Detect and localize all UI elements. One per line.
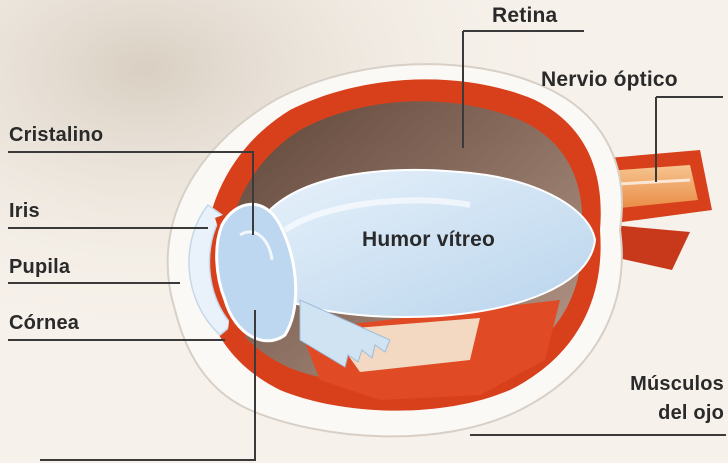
- label-retina: Retina: [492, 4, 557, 28]
- label-pupil: Pupila: [9, 256, 70, 279]
- label-lens: Cristalino: [9, 124, 103, 147]
- label-optic-nerve: Nervio óptico: [541, 68, 678, 92]
- label-iris: Iris: [9, 200, 40, 223]
- label-muscles-line2: del ojo: [596, 402, 724, 425]
- label-vitreous-humor: Humor vítreo: [362, 228, 495, 252]
- label-cornea: Córnea: [9, 312, 79, 335]
- label-muscles-line1: Músculos: [596, 373, 724, 396]
